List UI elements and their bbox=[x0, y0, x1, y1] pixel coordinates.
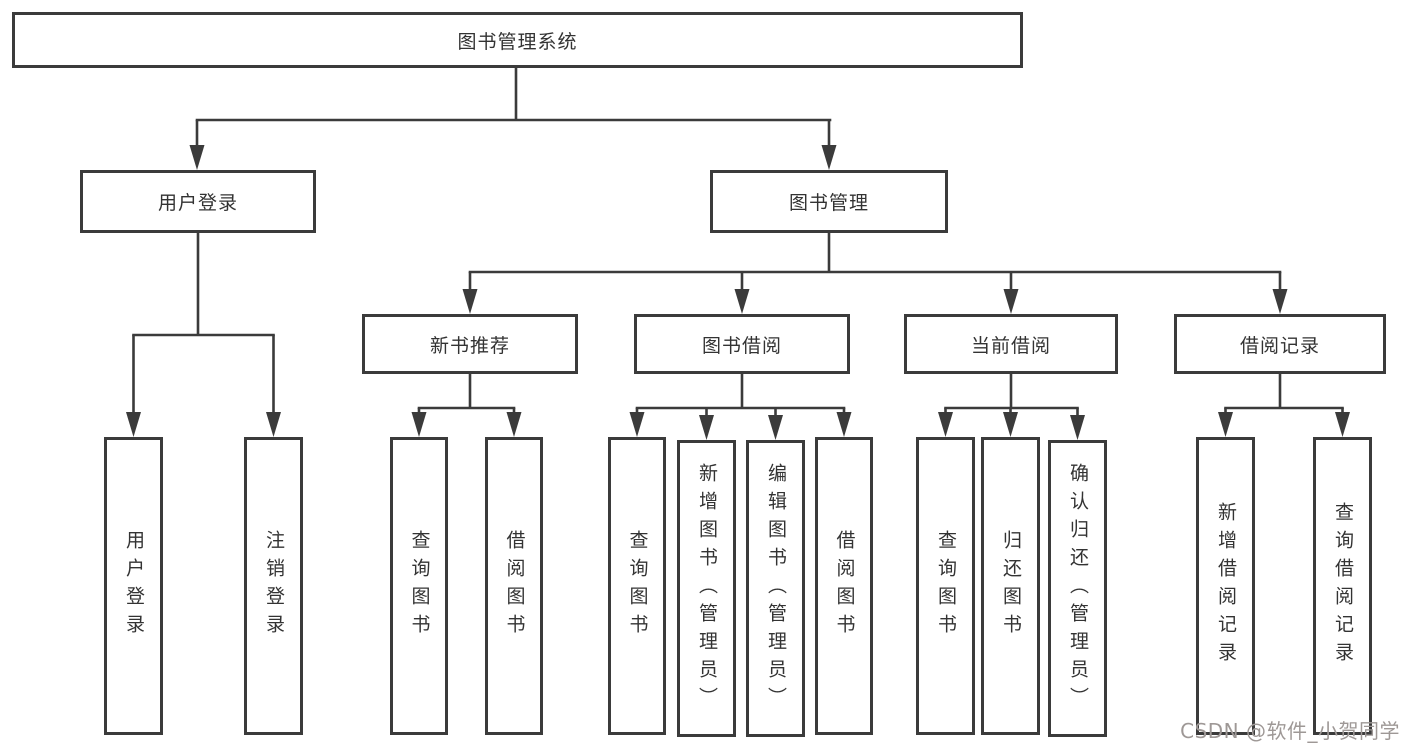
arrowhead-icon bbox=[938, 412, 953, 437]
node-borrow-records-label: 借阅记录 bbox=[1239, 334, 1320, 357]
arrowhead-icon bbox=[1335, 412, 1350, 437]
leaf-bb-query-book-label: 查询图书 bbox=[626, 530, 649, 642]
arrowhead-icon bbox=[734, 289, 750, 314]
leaf-nb-borrow-book: 借阅图书 bbox=[485, 437, 543, 735]
arrowhead-icon bbox=[836, 412, 852, 437]
leaf-logout-label: 注销登录 bbox=[263, 530, 285, 642]
leaf-bb-add-book-admin-label: 新增图书（管理员） bbox=[696, 462, 718, 715]
node-borrow-records: 借阅记录 bbox=[1174, 314, 1386, 374]
arrowhead-icon bbox=[1070, 415, 1085, 440]
node-root-label: 图书管理系统 bbox=[457, 30, 578, 53]
node-book-management: 图书管理 bbox=[710, 170, 948, 233]
arrowhead-icon bbox=[462, 289, 478, 314]
leaf-cb-return-book: 归还图书 bbox=[981, 437, 1040, 735]
arrowhead-icon bbox=[1218, 412, 1233, 437]
node-current-borrow-label: 当前借阅 bbox=[970, 334, 1051, 357]
leaf-cb-query-book: 查询图书 bbox=[916, 437, 975, 735]
node-user-login-label: 用户登录 bbox=[157, 192, 238, 214]
leaf-bb-edit-book-admin: 编辑图书（管理员） bbox=[746, 440, 805, 737]
node-root: 图书管理系统 bbox=[12, 12, 1023, 68]
leaf-user-login: 用户登录 bbox=[104, 437, 163, 735]
leaf-br-query-record: 查询借阅记录 bbox=[1313, 437, 1372, 735]
leaf-bb-query-book: 查询图书 bbox=[608, 437, 666, 735]
node-user-login: 用户登录 bbox=[80, 170, 316, 233]
arrowhead-icon bbox=[506, 412, 522, 437]
node-book-borrow-label: 图书借阅 bbox=[701, 334, 782, 357]
node-new-book-recommend-label: 新书推荐 bbox=[429, 334, 510, 357]
arrowhead-icon bbox=[1272, 289, 1288, 314]
arrowhead-icon bbox=[1003, 412, 1018, 437]
leaf-cb-return-book-label: 归还图书 bbox=[1000, 530, 1022, 642]
node-book-borrow: 图书借阅 bbox=[634, 314, 850, 374]
leaf-bb-borrow-book: 借阅图书 bbox=[815, 437, 873, 735]
arrowhead-icon bbox=[821, 145, 837, 170]
node-new-book-recommend: 新书推荐 bbox=[362, 314, 578, 374]
leaf-logout: 注销登录 bbox=[244, 437, 303, 735]
leaf-bb-edit-book-admin-label: 编辑图书（管理员） bbox=[765, 462, 787, 715]
watermark-text: CSDN @软件_小贺同学 bbox=[1180, 719, 1400, 743]
leaf-nb-query-book-label: 查询图书 bbox=[408, 530, 431, 642]
leaf-bb-add-book-admin: 新增图书（管理员） bbox=[677, 440, 736, 737]
arrowhead-icon bbox=[699, 415, 714, 440]
leaf-nb-query-book: 查询图书 bbox=[390, 437, 448, 735]
node-book-management-label: 图书管理 bbox=[788, 192, 869, 214]
arrowhead-icon bbox=[1003, 289, 1019, 314]
arrowhead-icon bbox=[629, 412, 645, 437]
leaf-br-add-record-label: 新增借阅记录 bbox=[1215, 502, 1237, 670]
leaf-cb-confirm-return-admin-label: 确认归还（管理员） bbox=[1067, 462, 1089, 715]
leaf-cb-confirm-return-admin: 确认归还（管理员） bbox=[1048, 440, 1107, 737]
arrowhead-icon bbox=[768, 415, 783, 440]
leaf-bb-borrow-book-label: 借阅图书 bbox=[833, 530, 856, 642]
arrowhead-icon bbox=[126, 412, 141, 437]
leaf-br-add-record: 新增借阅记录 bbox=[1196, 437, 1255, 735]
leaf-br-query-record-label: 查询借阅记录 bbox=[1332, 502, 1354, 670]
arrowhead-icon bbox=[266, 412, 281, 437]
leaf-cb-query-book-label: 查询图书 bbox=[935, 530, 957, 642]
arrowhead-icon bbox=[411, 412, 427, 437]
leaf-user-login-label: 用户登录 bbox=[123, 530, 145, 642]
arrowhead-icon bbox=[189, 145, 205, 170]
node-current-borrow: 当前借阅 bbox=[904, 314, 1118, 374]
leaf-nb-borrow-book-label: 借阅图书 bbox=[503, 530, 526, 642]
